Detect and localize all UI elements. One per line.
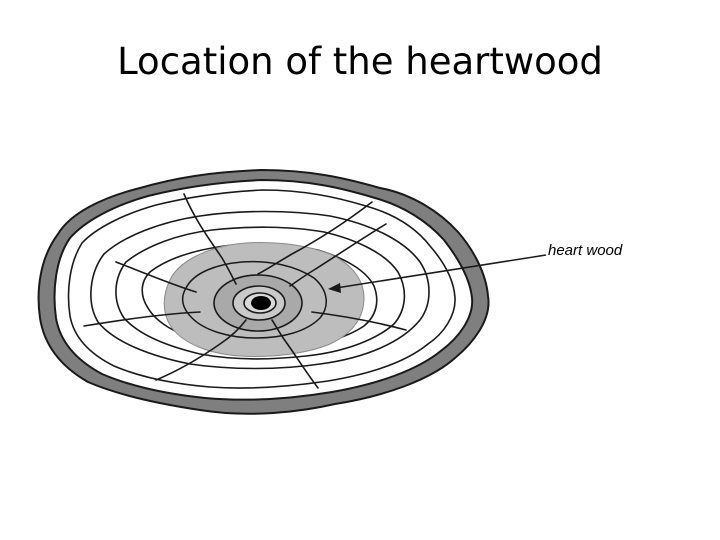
inner-bark-line <box>67 189 456 389</box>
slide-title: Location of the heartwood <box>117 40 603 83</box>
heartwood-callout-label: heart wood <box>548 242 623 259</box>
medullary-rays <box>83 193 407 389</box>
pith-dot <box>251 296 271 310</box>
heartwood-callout-arrow <box>328 254 547 293</box>
heartwood-inner-rings <box>181 260 327 339</box>
